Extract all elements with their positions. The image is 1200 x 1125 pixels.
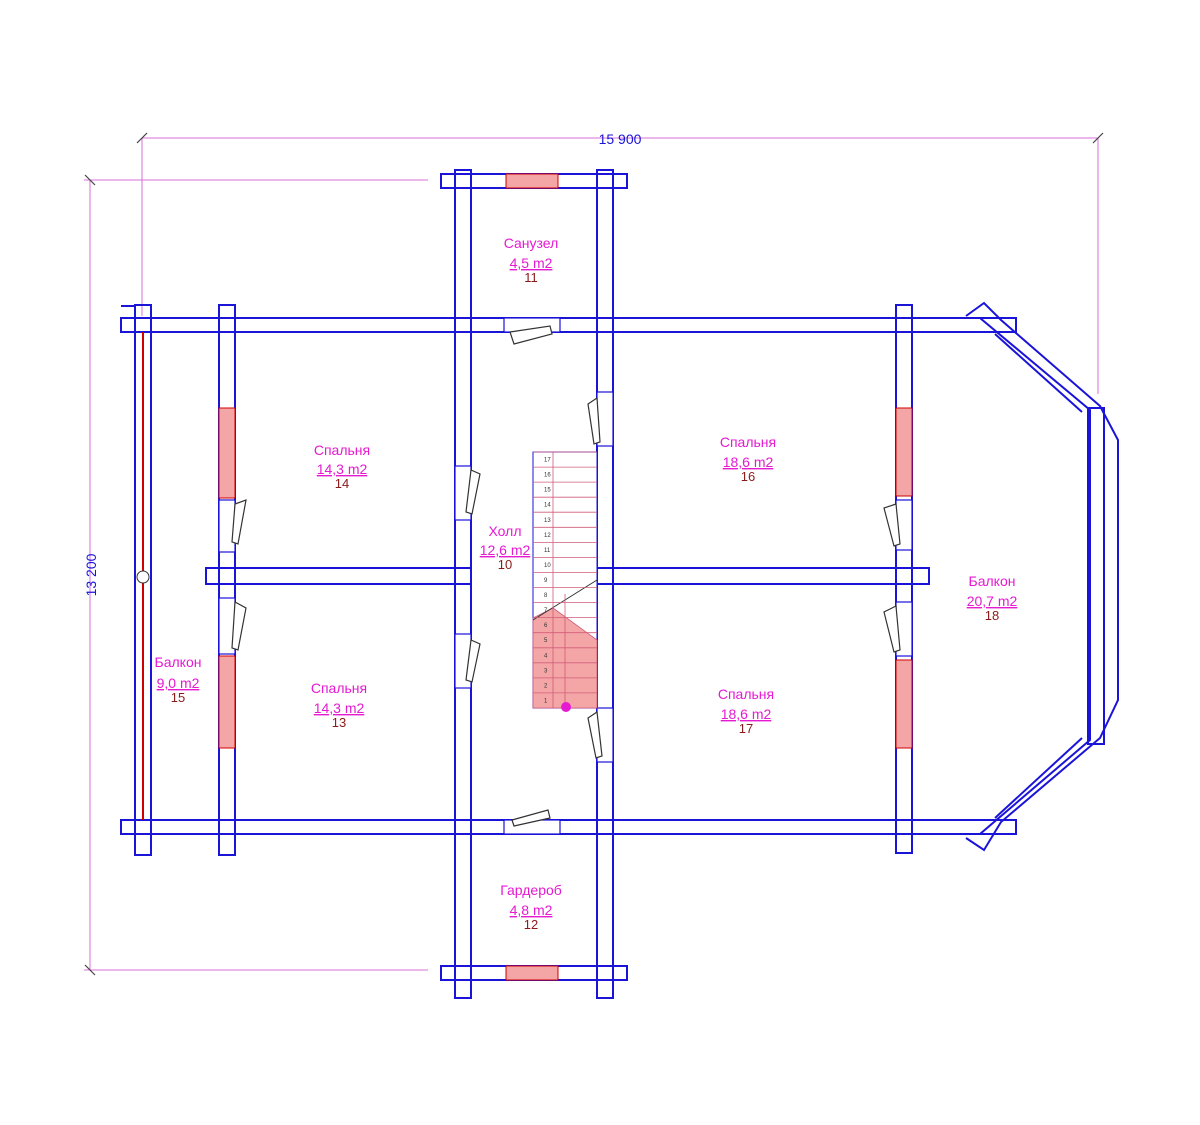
wall-left-inner [218, 304, 236, 856]
wall-right-inner [895, 304, 913, 854]
room-number-balcony-18: 18 [985, 608, 999, 623]
window-bedroom-14 [218, 407, 236, 499]
room-number-bedroom-16: 16 [741, 469, 755, 484]
stair-step-number: 2 [544, 683, 548, 689]
window-bedroom-13 [218, 655, 236, 749]
room-area-bedroom-14: 14,3 m2 [317, 461, 368, 477]
dimension-tick [136, 132, 148, 144]
door-bathroom [509, 325, 553, 345]
window-wardrobe [505, 965, 559, 981]
stair-step-number: 3 [544, 668, 548, 674]
doors [218, 317, 913, 835]
door-balcony-14 [231, 499, 247, 545]
room-name-balcony-15: Балкон [155, 654, 202, 670]
room-name-bedroom-14: Спальня [314, 442, 370, 458]
room-name-hall: Холл [489, 523, 522, 539]
bay-post-wall [1087, 407, 1105, 745]
stair-step-number: 17 [544, 458, 551, 464]
room-number-bedroom-17: 17 [739, 721, 753, 736]
room-number-bedroom-14: 14 [335, 476, 349, 491]
door-bedroom-13 [465, 639, 481, 683]
room-name-bedroom-13: Спальня [311, 680, 367, 696]
room-number-bathroom: 11 [524, 270, 538, 285]
stair-step-number: 13 [544, 518, 551, 524]
room-area-bedroom-17: 18,6 m2 [721, 706, 772, 722]
dimension-tick [1092, 132, 1104, 144]
door-frame-balcony-14 [218, 499, 236, 553]
door-balcony-13 [231, 601, 247, 651]
window-bathroom [505, 173, 559, 189]
wall-bay-outer [965, 301, 1119, 852]
stair-step-number: 14 [544, 503, 551, 509]
door-bedroom-17 [587, 710, 603, 759]
stair-step-number: 11 [544, 548, 551, 554]
bay-railing [994, 333, 1083, 413]
stair-step-number: 15 [544, 488, 551, 494]
dimension-lines: 15 900 13 200 [83, 131, 1104, 976]
wall-top [120, 317, 1017, 333]
stair-step-number: 12 [544, 533, 551, 539]
window-bedroom-17 [895, 659, 913, 749]
door-wardrobe [511, 809, 551, 827]
wall-mid-left [205, 567, 472, 585]
wall-bottom [120, 819, 1017, 835]
room-area-hall: 12,6 m2 [480, 542, 531, 558]
door-balcony-16 [883, 503, 901, 547]
height-dimension-label: 13 200 [83, 553, 99, 596]
post-marker-icon [136, 570, 150, 584]
room-name-bedroom-17: Спальня [718, 686, 774, 702]
room-area-bedroom-16: 18,6 m2 [723, 454, 774, 470]
room-name-balcony-18: Балкон [969, 573, 1016, 589]
stair-step-number: 10 [544, 563, 551, 569]
room-name-bedroom-16: Спальня [720, 434, 776, 450]
room-area-balcony-18: 20,7 m2 [967, 593, 1018, 609]
room-area-balcony-15: 9,0 m2 [157, 675, 200, 691]
room-number-wardrobe: 12 [524, 917, 538, 932]
window-bedroom-16 [895, 407, 913, 497]
stair-step-number: 4 [544, 653, 548, 659]
room-number-bedroom-13: 13 [332, 715, 346, 730]
dimension-tick [84, 174, 96, 186]
stair-step-number: 9 [544, 578, 548, 584]
room-number-hall: 10 [498, 557, 512, 572]
stair-start-marker-icon [561, 702, 571, 712]
wall-mid-right [582, 567, 930, 585]
room-area-bathroom: 4,5 m2 [510, 255, 553, 271]
room-area-wardrobe: 4,8 m2 [510, 902, 553, 918]
wall-bay-inner [912, 317, 1091, 835]
bay-railing [994, 737, 1083, 819]
door-bedroom-14 [465, 469, 481, 515]
dimension-tick [84, 964, 96, 976]
stair-step-number: 5 [544, 638, 548, 644]
room-name-bathroom: Санузел [504, 235, 559, 251]
width-dimension-label: 15 900 [599, 131, 642, 147]
stair-step-number: 8 [544, 593, 548, 599]
stair-step-number: 16 [544, 473, 551, 479]
stair-step-number: 7 [544, 608, 548, 614]
room-area-bedroom-13: 14,3 m2 [314, 700, 365, 716]
room-labels: Санузел 4,5 m2 11 Гардероб 4,8 m2 12 Спа… [155, 235, 1018, 932]
wall-left-outer [134, 304, 152, 856]
room-name-wardrobe: Гардероб [500, 882, 562, 898]
stair-step-number: 6 [544, 623, 548, 629]
room-number-balcony-15: 15 [171, 690, 185, 705]
windows [218, 173, 913, 981]
door-balcony-17 [883, 605, 901, 653]
stair-step-number: 1 [544, 699, 548, 705]
door-bedroom-16 [587, 396, 601, 445]
